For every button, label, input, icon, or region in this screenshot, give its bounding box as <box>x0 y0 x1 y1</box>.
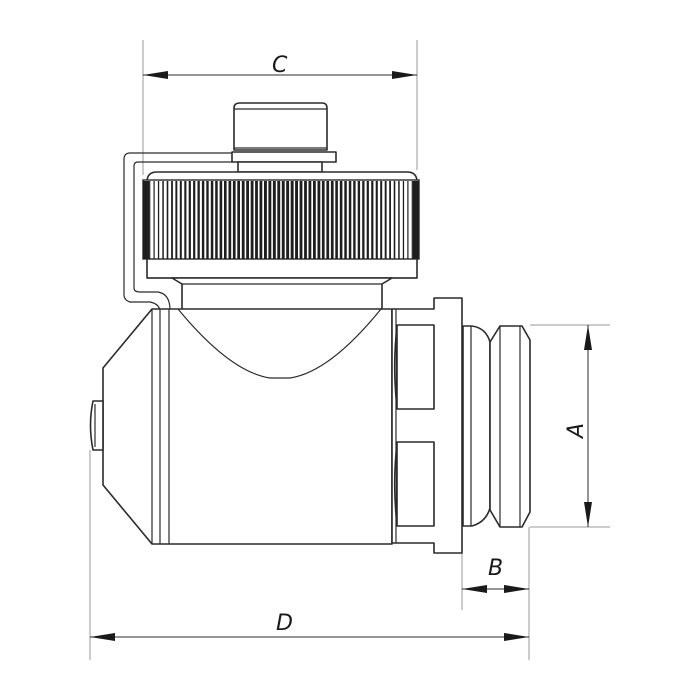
dimension-label-d: D <box>276 611 293 636</box>
outlet-thread <box>462 325 531 528</box>
dimension-a: A <box>564 325 592 527</box>
valve-body <box>89 308 393 545</box>
dimension-label-a: A <box>564 423 589 440</box>
dimension-b: B <box>462 556 529 593</box>
dimension-label-c: C <box>272 53 288 78</box>
dimension-c: C <box>143 53 417 79</box>
dimension-d: D <box>90 611 529 641</box>
knurled-cap <box>142 171 420 279</box>
hex-coupling <box>391 297 463 554</box>
top-screw <box>231 102 337 173</box>
knurling <box>143 181 419 259</box>
bracket <box>123 152 232 313</box>
dimension-label-b: B <box>488 556 503 581</box>
neck <box>171 277 393 311</box>
